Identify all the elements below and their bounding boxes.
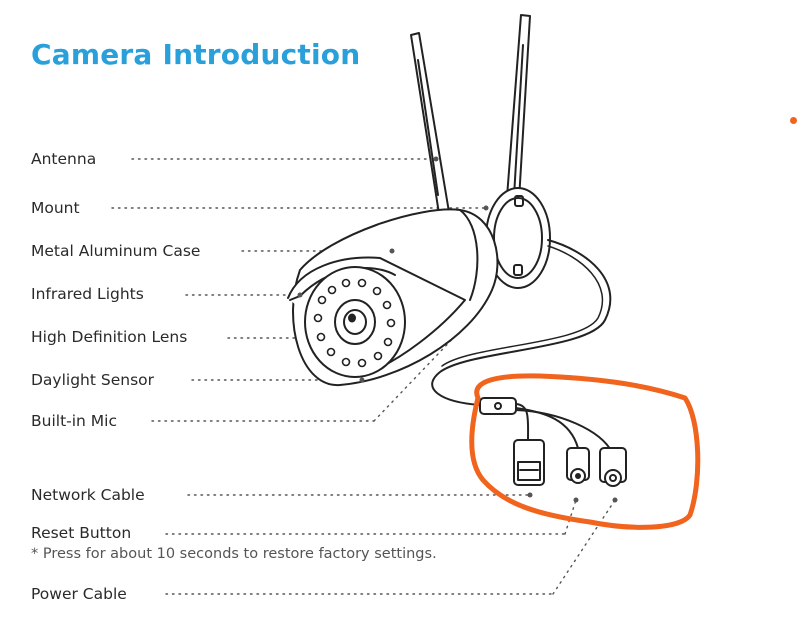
infrared-leds — [313, 278, 396, 368]
label-daylight-sensor: Daylight Sensor — [31, 371, 155, 389]
label-infrared-lights: Infrared Lights — [31, 285, 144, 303]
mount — [483, 187, 551, 289]
main-cable — [431, 239, 612, 415]
network-connector — [513, 439, 545, 498]
highlight-circle — [469, 373, 701, 530]
label-high-definition-lens: High Definition Lens — [31, 328, 188, 346]
label-metal-aluminum-case: Metal Aluminum Case — [31, 242, 201, 260]
reset-note: * Press for about 10 seconds to restore … — [31, 546, 437, 562]
label-power-cable: Power Cable — [31, 585, 127, 603]
orange-marker-dot — [790, 117, 797, 124]
label-network-cable: Network Cable — [31, 486, 145, 504]
label-antenna: Antenna — [31, 150, 97, 168]
label-built-in-mic: Built-in Mic — [31, 412, 117, 430]
camera-front — [297, 266, 406, 383]
reset-connector — [566, 447, 590, 503]
label-reset-button: Reset Button — [31, 524, 132, 542]
label-mount: Mount — [31, 199, 80, 217]
antenna-left — [410, 32, 451, 221]
leader-lines — [111, 158, 616, 595]
split-cables — [515, 403, 613, 453]
power-connector — [599, 447, 627, 503]
page-title: Camera Introduction — [31, 38, 361, 71]
